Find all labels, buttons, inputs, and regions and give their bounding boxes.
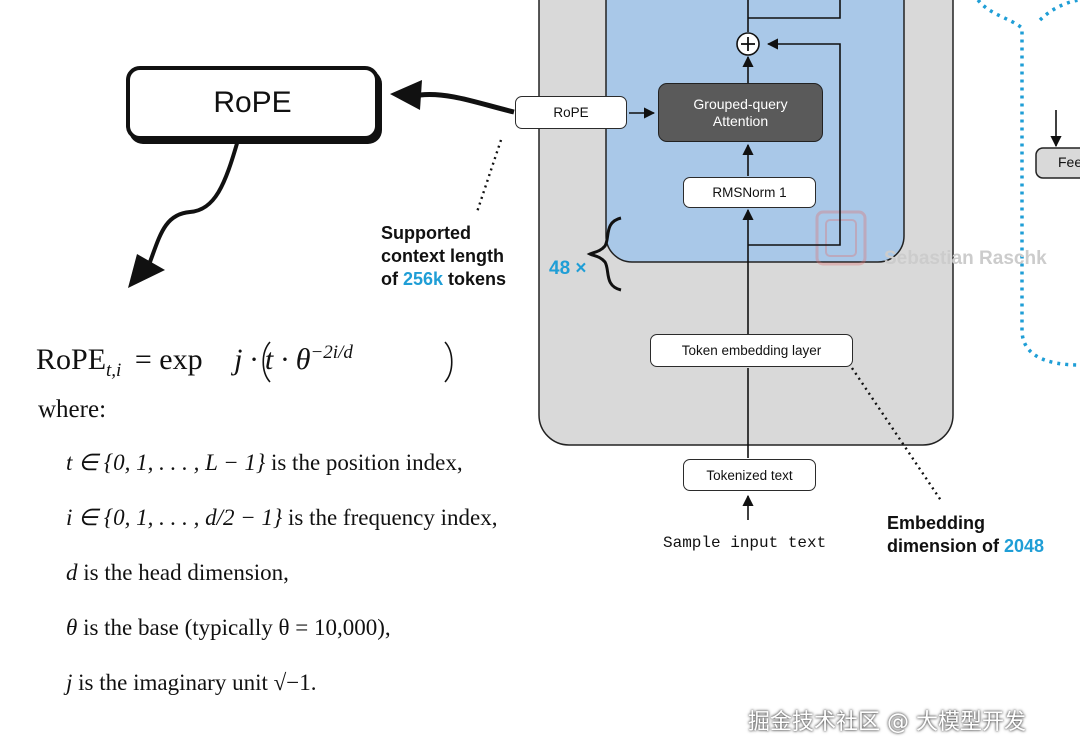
tokenized-text-box: Tokenized text — [683, 459, 816, 491]
formula-paren-right — [444, 341, 453, 383]
residual-add-icon — [736, 32, 760, 56]
formula-where: where: — [38, 396, 107, 423]
feed-forward-block — [976, 0, 1080, 367]
sample-input-text: Sample input text — [663, 534, 827, 552]
token-embedding-box: Token embedding layer — [650, 334, 853, 367]
rope-big-label: RoPE — [213, 86, 292, 119]
rmsnorm-label: RMSNorm 1 — [712, 185, 787, 200]
formula-subscript: t,i — [106, 360, 122, 381]
repeat-count: 48 × — [549, 258, 587, 279]
context-note-line3: of 256k tokens — [381, 269, 507, 289]
formula-item-position: t ∈ {0, 1, . . . , L − 1} is the positio… — [66, 450, 463, 475]
formula-body: j · t · θ — [234, 343, 311, 376]
attention-line2: Attention — [712, 112, 769, 129]
formula-arrow — [148, 139, 240, 263]
rmsnorm-box: RMSNorm 1 — [683, 177, 816, 208]
footer-watermark: 掘金技术社区 @ 大模型开发 — [748, 710, 1026, 735]
token-embedding-label: Token embedding layer — [681, 343, 822, 358]
formula-paren-left — [262, 341, 271, 383]
rope-callout-arrow — [419, 92, 515, 115]
context-note-line1: Supported — [381, 223, 471, 243]
formula-item-imaginary-unit: j is the imaginary unit √−1. — [66, 670, 317, 695]
watermark-logo-icon — [815, 210, 867, 266]
rope-big-box: RoPE — [126, 66, 379, 140]
repeat-brace — [586, 216, 622, 292]
context-length-value: 256k — [403, 269, 444, 289]
embedding-dimension-value: 2048 — [1004, 536, 1045, 556]
embedding-note-line2: dimension of 2048 — [887, 536, 1045, 556]
rope-formula: RoPEt,i = exp j · t · θ−2i/d — [36, 342, 353, 382]
formula-rhs: = exp — [134, 343, 203, 376]
tokenized-text-label: Tokenized text — [706, 467, 793, 483]
watermark-text: Sebastian Raschk — [884, 248, 1047, 269]
embedding-dimension-note: Embedding dimension of 2048 — [887, 512, 1044, 558]
rope-small-label: RoPE — [553, 105, 589, 120]
feed-forward-label: Fee — [1058, 154, 1080, 170]
rope-small-box: RoPE — [515, 96, 627, 129]
formula-item-base: θ is the base (typically θ = 10,000), — [66, 615, 391, 640]
grouped-query-attention-box: Grouped-query Attention — [658, 83, 823, 142]
attention-line1: Grouped-query — [693, 95, 788, 112]
context-note-line2: context length — [381, 246, 505, 266]
formula-item-head-dimension: d is the head dimension, — [66, 560, 289, 585]
formula-lhs: RoPE — [36, 343, 107, 376]
formula-exponent: −2i/d — [310, 342, 353, 363]
formula-item-frequency: i ∈ {0, 1, . . . , d/2 − 1} is the frequ… — [66, 505, 498, 530]
embedding-note-line1: Embedding — [887, 513, 985, 533]
context-length-note: Supported context length of 256k tokens — [381, 222, 506, 291]
